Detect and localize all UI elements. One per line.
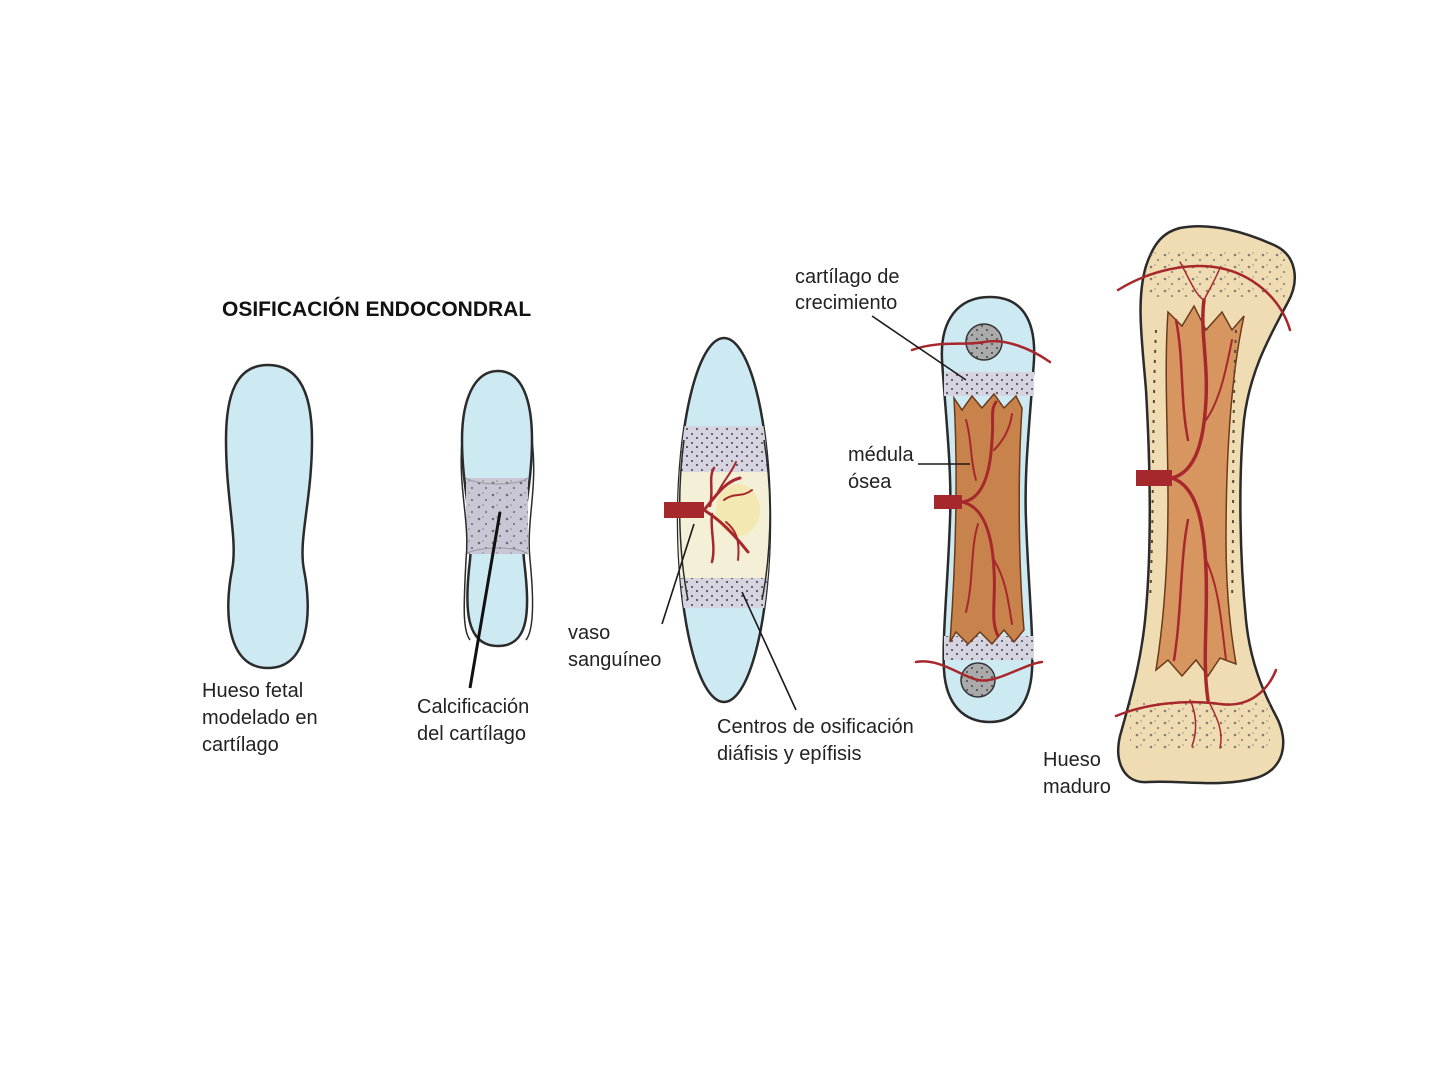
blood-vessels-stage5 bbox=[1114, 261, 1292, 749]
svg-text:Hueso fetal: Hueso fetal bbox=[202, 680, 303, 702]
label-growth-cartilage: cartílago de crecimiento bbox=[795, 266, 900, 314]
label-bone-marrow: médula ósea bbox=[848, 444, 914, 493]
calcification-leader bbox=[468, 511, 502, 689]
ossification-centers-leader bbox=[741, 591, 797, 711]
label-calcification: Calcificación del cartílago bbox=[417, 696, 529, 745]
svg-text:maduro: maduro bbox=[1043, 776, 1111, 798]
diagram-title: OSIFICACIÓN ENDOCONDRAL bbox=[222, 297, 531, 321]
svg-text:del cartílago: del cartílago bbox=[417, 723, 526, 745]
stage-cartilage-calcification bbox=[460, 369, 535, 689]
blood-vessels-stage4 bbox=[910, 339, 1052, 682]
label-fetal-bone: Hueso fetal modelado en cartílago bbox=[202, 680, 318, 756]
svg-text:ósea: ósea bbox=[848, 471, 892, 493]
stage-mature-bone bbox=[1114, 224, 1296, 785]
label-ossification-centers: Centros de osificación diáfisis y epífis… bbox=[717, 716, 914, 765]
svg-text:Centros de osificación: Centros de osificación bbox=[717, 716, 914, 738]
svg-text:modelado en: modelado en bbox=[202, 707, 318, 729]
svg-text:cartílago de: cartílago de bbox=[795, 266, 900, 288]
svg-text:médula: médula bbox=[848, 444, 914, 466]
stage-fetal-cartilage-model bbox=[224, 363, 314, 670]
svg-text:crecimiento: crecimiento bbox=[795, 292, 897, 314]
stage-vessel-invasion bbox=[661, 336, 797, 711]
mature-marrow-cavity bbox=[1154, 304, 1245, 678]
blood-vessel-stage3 bbox=[664, 461, 753, 564]
growth-cartilage-leader bbox=[871, 315, 967, 381]
label-mature-bone: Hueso maduro bbox=[1043, 749, 1111, 798]
svg-text:Calcificación: Calcificación bbox=[417, 696, 529, 718]
marrow-cavity bbox=[949, 392, 1025, 646]
label-blood-vessel: vaso sanguíneo bbox=[568, 622, 661, 671]
stage-marrow-formation bbox=[871, 295, 1052, 724]
svg-text:Hueso: Hueso bbox=[1043, 749, 1101, 771]
svg-text:vaso: vaso bbox=[568, 622, 610, 644]
svg-text:sanguíneo: sanguíneo bbox=[568, 649, 661, 671]
svg-text:cartílago: cartílago bbox=[202, 734, 279, 756]
blood-vessel-leader bbox=[661, 523, 695, 625]
svg-text:diáfisis y epífisis: diáfisis y epífisis bbox=[717, 743, 862, 765]
